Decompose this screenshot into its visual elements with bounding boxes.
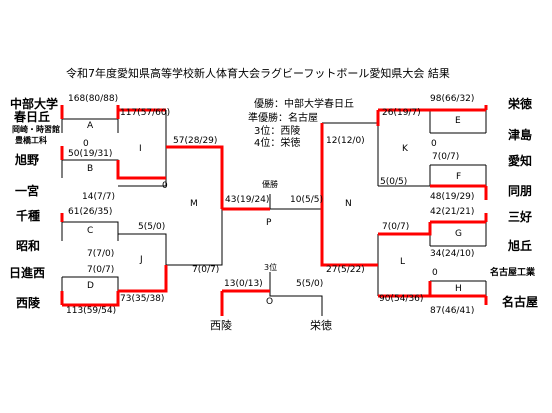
score-e-bot: 0 — [431, 139, 437, 149]
result-fourth: 4位：栄徳 — [254, 138, 301, 149]
path-n-win — [320, 209, 378, 267]
third-left-team: 西陵 — [210, 319, 232, 332]
match-label-p: P — [266, 218, 272, 228]
score-g-top: 42(21/21) — [430, 207, 475, 217]
score-h-bot: 87(46/41) — [430, 306, 475, 316]
score-a-top: 168(80/88) — [68, 94, 119, 104]
match-label-f: F — [456, 172, 462, 182]
match-label-j: J — [140, 255, 143, 265]
score-d-bot: 113(59/54) — [66, 306, 117, 316]
match-label-i: I — [139, 144, 142, 154]
score-n-bot: 27(5/22) — [326, 265, 365, 275]
match-label-b: B — [87, 164, 94, 174]
score-j-bot: 73(35/38) — [120, 294, 165, 304]
score-e-top: 98(66/32) — [430, 94, 475, 104]
match-e-box — [429, 110, 487, 134]
match-label-c: C — [87, 226, 94, 236]
score-l-bot: 90(54/36) — [379, 294, 424, 304]
score-l-top: 7(0/7) — [382, 222, 410, 232]
team-ichinomiya: 一宮 — [15, 184, 40, 198]
score-g-bot: 34(24/10) — [430, 249, 475, 259]
match-c-box — [61, 221, 119, 241]
score-p-left: 43(19/24) — [225, 195, 270, 205]
match-label-l: L — [400, 257, 406, 267]
match-k-box — [377, 126, 430, 187]
score-j-top: 5(5/0) — [138, 222, 166, 232]
path-third-left — [220, 289, 270, 316]
path-l-top — [378, 222, 432, 236]
team-tsushima: 津島 — [508, 128, 533, 142]
team-chubu-line2: 春日丘 — [14, 110, 51, 124]
team-nagoya-kogyo: 名古屋工業 — [490, 268, 536, 278]
score-b-bot: 14(7/7) — [82, 192, 115, 202]
match-label-k: K — [402, 144, 408, 154]
match-label-a: A — [87, 121, 94, 131]
score-f-top: 7(0/7) — [432, 152, 460, 162]
team-chigusa: 千種 — [16, 209, 41, 223]
team-eitoku: 栄徳 — [508, 97, 533, 111]
score-c-bot: 7(7/0) — [87, 249, 115, 259]
score-i-top: 117(57/60) — [120, 108, 171, 118]
score-n-top: 12(12/0) — [326, 136, 365, 146]
third-right-team: 栄徳 — [310, 319, 332, 332]
result-third: 3位：西陵 — [254, 126, 301, 137]
match-label-o: O — [266, 297, 274, 307]
result-champion: 優勝：中部大学春日丘 — [254, 99, 354, 110]
team-nagoya: 名古屋 — [502, 295, 539, 309]
match-o-box — [269, 281, 323, 316]
match-j-box — [118, 233, 167, 265]
score-b-top: 50(19/31) — [68, 149, 113, 159]
score-k-bot: 5(0/5) — [380, 177, 408, 187]
path-k-top — [376, 108, 430, 126]
path-h-win — [428, 281, 488, 305]
match-m-box — [166, 209, 223, 266]
path-d-to-j — [62, 291, 120, 307]
final-label: 優勝 — [262, 180, 278, 189]
team-seiryo: 西陵 — [16, 296, 41, 310]
path-b-to-i — [116, 160, 166, 180]
match-f-box — [429, 164, 487, 186]
score-f-bot: 48(19/29) — [430, 192, 475, 202]
third-place-label: 3位 — [264, 263, 278, 272]
team-okazaki-line1: 岡崎・時習館 — [12, 125, 60, 134]
team-okazaki-line2: 豊橋工科 — [15, 136, 47, 145]
match-label-h: H — [455, 284, 462, 294]
path-j-win — [118, 265, 168, 293]
path-g-win — [430, 213, 488, 224]
team-chubu-line1: 中部大学 — [10, 97, 59, 111]
score-o-right: 5(5/0) — [296, 279, 324, 289]
match-d-box — [61, 276, 119, 291]
team-aichi: 愛知 — [508, 154, 533, 168]
match-label-n: N — [345, 199, 352, 209]
team-asahigaoka: 旭丘 — [508, 239, 533, 253]
result-runner-up: 準優勝：名古屋 — [248, 113, 318, 124]
score-h-top: 0 — [432, 268, 438, 278]
match-label-m: M — [190, 199, 198, 209]
team-asahino: 旭野 — [15, 153, 40, 167]
score-m-top: 57(28/29) — [173, 136, 218, 146]
team-doho: 同朋 — [508, 184, 533, 198]
match-label-g: G — [455, 229, 462, 239]
path-f-win — [430, 184, 488, 200]
page-title: 令和7年度愛知県高等学校新人体育大会ラグビーフットボール愛知県大会 結果 — [66, 67, 450, 80]
score-m-bot: 7(0/7) — [192, 265, 220, 275]
score-a-bot: 0 — [83, 139, 89, 149]
path-m-top — [166, 145, 224, 209]
team-sanko: 三好 — [508, 210, 533, 224]
path-e-win — [430, 105, 488, 112]
score-p-right: 10(5/5) — [290, 195, 323, 205]
team-nisshin: 日進西 — [9, 266, 46, 280]
match-label-d: D — [87, 281, 94, 291]
team-showa: 昭和 — [16, 239, 41, 253]
score-o-left: 13(0/13) — [224, 279, 263, 289]
score-k-top: 26(19/7) — [382, 108, 421, 118]
match-label-e: E — [455, 116, 461, 126]
score-c-top: 61(26/35) — [68, 207, 113, 217]
match-i-box — [118, 110, 167, 187]
score-i-bot: 0 — [162, 181, 168, 191]
score-d-top: 7(0/7) — [87, 265, 115, 275]
